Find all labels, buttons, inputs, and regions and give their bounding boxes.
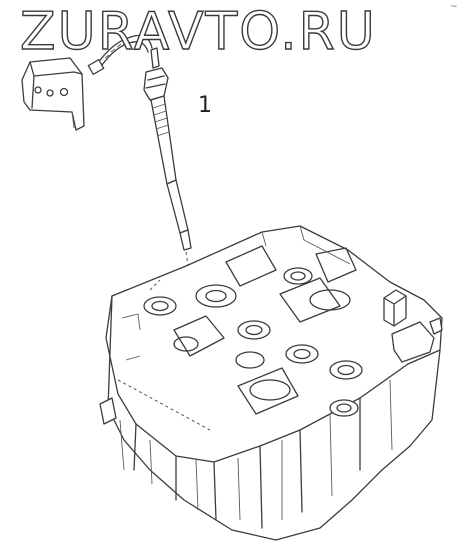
callout-label-1: 1	[198, 93, 212, 118]
glow-plug-wire	[87, 34, 153, 75]
bracket-part	[21, 57, 85, 131]
corner-mark: ~	[450, 2, 458, 12]
watermark-logo: ZURAVTO.RU	[19, 1, 377, 62]
cylinder-head	[99, 225, 443, 541]
glow-plug	[143, 47, 192, 251]
